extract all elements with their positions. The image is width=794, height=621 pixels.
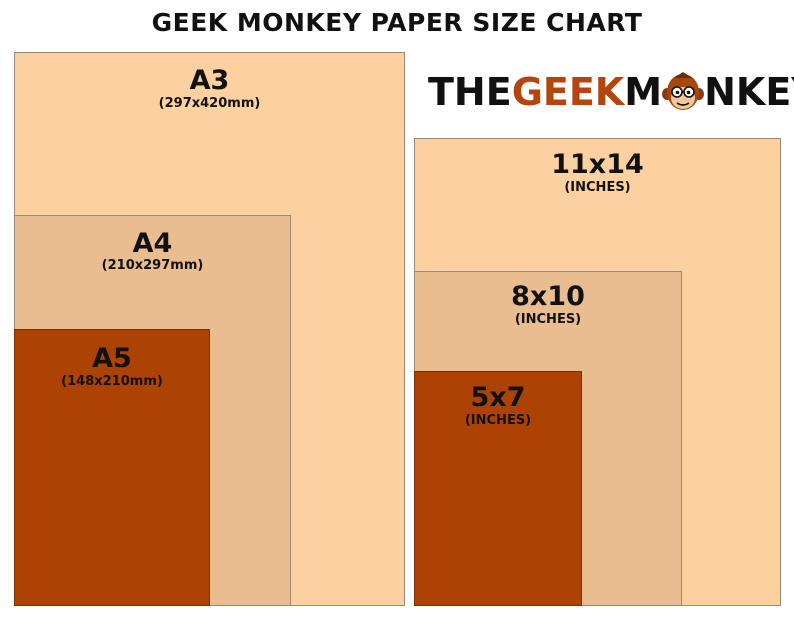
a5-sheet [14,329,210,606]
5x7-units: (INCHES) [464,413,532,428]
a4-label: A4 [132,228,173,259]
8x10-units: (INCHES) [514,312,582,327]
8x10-label: 8x10 [511,281,585,312]
5x7-label: 5x7 [470,382,526,413]
a5-label: A5 [92,343,132,374]
a4-dimensions: (210x297mm) [101,258,204,273]
thegeekmonkey-logo: THEGEEKM NKEY [428,70,794,114]
5x7-sheet [414,371,582,606]
11x14-label: 11x14 [551,149,644,180]
11x14-units: (INCHES) [564,180,631,195]
chart-title: GEEK MONKEY PAPER SIZE CHART [151,8,643,37]
a5-dimensions: (148x210mm) [61,374,163,389]
monkey-face-icon [662,72,705,110]
a3-label: A3 [189,65,230,96]
a3-dimensions: (297x420mm) [158,96,261,111]
